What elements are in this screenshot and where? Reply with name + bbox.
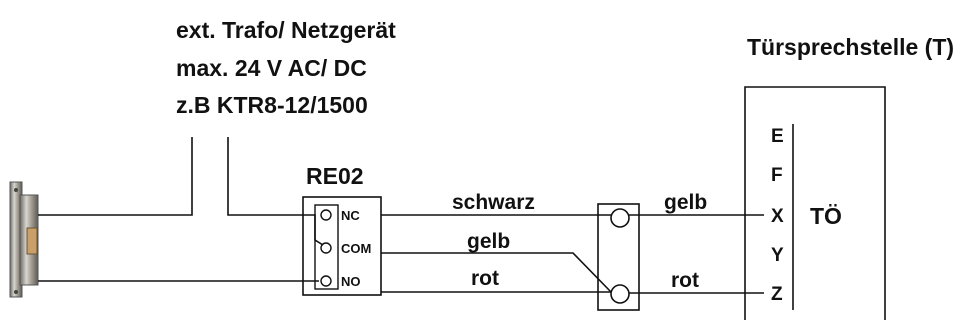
- wire-label-rot-mid: rot: [471, 267, 499, 290]
- pin-y: Y: [771, 245, 784, 266]
- door-station-title: Türsprechstelle (T): [747, 34, 954, 60]
- relay-label-com: COM: [341, 241, 371, 256]
- pin-z: Z: [771, 284, 783, 305]
- wire-label-rot-right: rot: [671, 269, 699, 292]
- pin-x: X: [771, 206, 784, 227]
- relay-label-nc: NC: [341, 208, 360, 223]
- door-station-box: [744, 86, 886, 320]
- terminal-block-top: [610, 208, 630, 228]
- relay-terminal-no: [320, 275, 332, 287]
- relay-box: [302, 196, 382, 296]
- wire-label-gelb-right: gelb: [664, 191, 707, 214]
- pin-e: E: [771, 126, 784, 147]
- relay-name: RE02: [306, 163, 364, 189]
- terminal-block: [597, 203, 640, 311]
- door-opener-icon: [9, 181, 39, 298]
- relay-terminal-nc: [320, 209, 332, 221]
- power-supply-label-line1: ext. Trafo/ Netzgerät: [176, 17, 396, 43]
- relay-terminal-com: [320, 242, 332, 254]
- door-station-component-label: TÖ: [810, 203, 842, 229]
- power-supply-label-line2: max. 24 V AC/ DC: [176, 55, 367, 81]
- wire-label-gelb-mid: gelb: [467, 230, 510, 253]
- wire-label-schwarz: schwarz: [452, 191, 535, 214]
- supply-lead-right: [227, 137, 324, 246]
- supply-lead-left: [38, 137, 193, 216]
- relay-label-no: NO: [341, 274, 361, 289]
- relay-terminal-strip: [314, 204, 339, 290]
- power-supply-label-line3: z.B KTR8-12/1500: [176, 92, 368, 118]
- pin-f: F: [771, 165, 783, 186]
- terminal-block-bottom: [610, 284, 630, 304]
